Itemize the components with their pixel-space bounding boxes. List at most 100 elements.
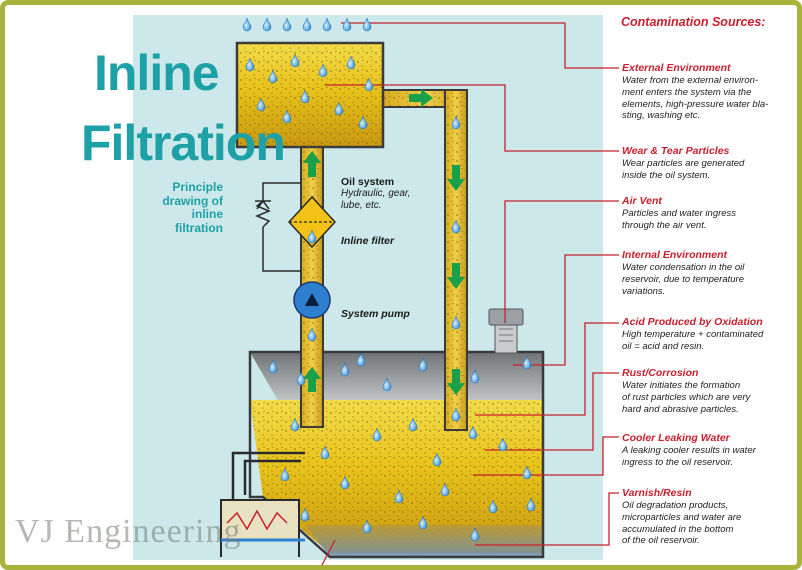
inline-filter-label: Inline filter xyxy=(341,235,395,247)
water-drop-icon xyxy=(362,519,372,534)
source-desc-line: Water initiates the formation xyxy=(622,380,741,391)
water-drop-icon xyxy=(296,371,306,386)
flow-arrows xyxy=(303,89,465,395)
source-desc-line: ment enters the system via the xyxy=(622,86,752,98)
source-desc-line: reservoir, due to temperature xyxy=(622,273,744,285)
source-desc-line: sting, washing etc. xyxy=(622,110,701,122)
pump-icon xyxy=(293,281,331,319)
water-drop-icon xyxy=(356,352,366,367)
source-desc-line: Wear particles are generated xyxy=(622,158,745,169)
water-drop-icon xyxy=(342,17,352,32)
source-title: Acid Produced by Oxidation xyxy=(622,316,763,328)
water-drop-icon xyxy=(320,445,330,460)
source-desc-line: elements, high-pressure water bla- xyxy=(622,98,769,110)
water-drop-icon xyxy=(451,407,461,422)
source-item: External Environment Water from the exte… xyxy=(622,62,792,122)
page-title-line2: Filtration xyxy=(81,115,286,171)
water-drop-icon xyxy=(362,17,372,32)
water-drop-icon xyxy=(242,17,252,32)
source-item: Air Vent Particles and water ingress thr… xyxy=(622,195,792,232)
water-drop-icon xyxy=(322,17,332,32)
check-valve-icon xyxy=(255,199,271,228)
water-drop-icon xyxy=(498,437,508,452)
oil-system-title: Oil system xyxy=(341,176,395,188)
source-desc-line: hard and abrasive particles. xyxy=(622,403,739,415)
water-drop-icon xyxy=(307,229,317,244)
filtration-diagram xyxy=(133,15,619,565)
system-pump-label: System pump xyxy=(341,308,410,320)
source-item: Internal Environment Water condensation … xyxy=(622,249,792,297)
source-title: Varnish/Resin xyxy=(622,487,692,499)
source-desc-line: Water condensation in the oil xyxy=(622,262,745,273)
water-drops xyxy=(242,17,536,542)
water-drop-icon xyxy=(440,482,450,497)
water-drop-icon xyxy=(468,425,478,440)
source-title: Internal Environment xyxy=(622,249,728,261)
flow-arrow-icon xyxy=(303,367,321,392)
source-desc-line: Particles and water ingress xyxy=(622,208,737,219)
water-drop-icon xyxy=(408,417,418,432)
water-drop-icon xyxy=(451,219,461,234)
flow-arrow-icon xyxy=(447,369,465,395)
filter-icon xyxy=(287,195,337,249)
water-drop-icon xyxy=(268,69,278,84)
water-drop-icon xyxy=(334,101,344,116)
source-desc-line: of rust particles which are very xyxy=(622,391,751,403)
water-drop-icon xyxy=(300,89,310,104)
water-drop-icon xyxy=(382,377,392,392)
source-desc-line: microparticles and water are xyxy=(622,511,742,523)
water-drop-icon xyxy=(432,452,442,467)
oil-system-box xyxy=(235,41,385,149)
source-desc-line: through the air vent. xyxy=(622,219,707,231)
water-drop-icon xyxy=(526,497,536,512)
source-title: Rust/Corrosion xyxy=(622,367,699,379)
oil-system-label: Oil system Hydraulic, gear, lube, etc. xyxy=(341,176,431,212)
source-desc-line: Oil degradation products, xyxy=(622,500,729,511)
water-drop-icon xyxy=(522,465,532,480)
source-title: Cooler Leaking Water xyxy=(622,432,730,444)
air-vent-icon xyxy=(488,308,524,354)
water-drop-icon xyxy=(307,327,317,342)
water-drop-icon xyxy=(394,489,404,504)
water-drop-icon xyxy=(245,57,255,72)
source-item: Rust/Corrosion Water initiates the forma… xyxy=(622,367,792,415)
watermark-part2: Engineering xyxy=(64,513,242,550)
source-title: Wear & Tear Particles xyxy=(622,145,730,157)
source-desc-line: inside the oil system. xyxy=(622,169,711,181)
subtitle: Principle drawing of inline filtration xyxy=(162,180,223,235)
water-drop-icon xyxy=(302,17,312,32)
flow-arrow-icon xyxy=(409,89,433,107)
source-desc-line: A leaking cooler results in water xyxy=(622,445,756,456)
page-title-line1: Inline xyxy=(94,45,220,101)
source-desc-line: Water from the external environ- xyxy=(622,75,759,86)
water-drop-icon xyxy=(358,115,368,130)
flow-arrow-icon xyxy=(447,263,465,289)
source-desc-line: ingress to the oil reservoir. xyxy=(622,456,734,468)
water-drop-icon xyxy=(282,109,292,124)
flow-arrow-icon xyxy=(303,151,321,177)
water-drop-icon xyxy=(290,53,300,68)
water-drop-icon xyxy=(488,499,498,514)
water-drop-icon xyxy=(262,17,272,32)
source-title: Air Vent xyxy=(622,195,662,207)
source-desc-line: accumulated in the bottom xyxy=(622,523,734,535)
sources-heading: Contamination Sources: xyxy=(621,15,766,29)
water-drop-icon xyxy=(290,417,300,432)
water-drop-icon xyxy=(282,17,292,32)
water-drop-icon xyxy=(340,475,350,490)
water-drop-icon xyxy=(256,97,266,112)
water-drop-icon xyxy=(451,315,461,330)
water-drop-icon xyxy=(268,359,278,374)
cooler-icon xyxy=(220,451,305,557)
water-drop-icon xyxy=(280,467,290,482)
water-drop-icon xyxy=(470,369,480,384)
water-drop-icon xyxy=(318,63,328,78)
oil-system-desc: Hydraulic, gear, lube, etc. xyxy=(341,188,411,211)
pointer-lines xyxy=(321,22,619,565)
source-item: Acid Produced by Oxidation High temperat… xyxy=(622,316,792,353)
water-drop-icon xyxy=(300,507,310,522)
source-item: Wear & Tear Particles Wear particles are… xyxy=(622,145,792,182)
source-desc-line: High temperature + contaminated xyxy=(622,329,764,340)
water-drop-icon xyxy=(346,55,356,70)
